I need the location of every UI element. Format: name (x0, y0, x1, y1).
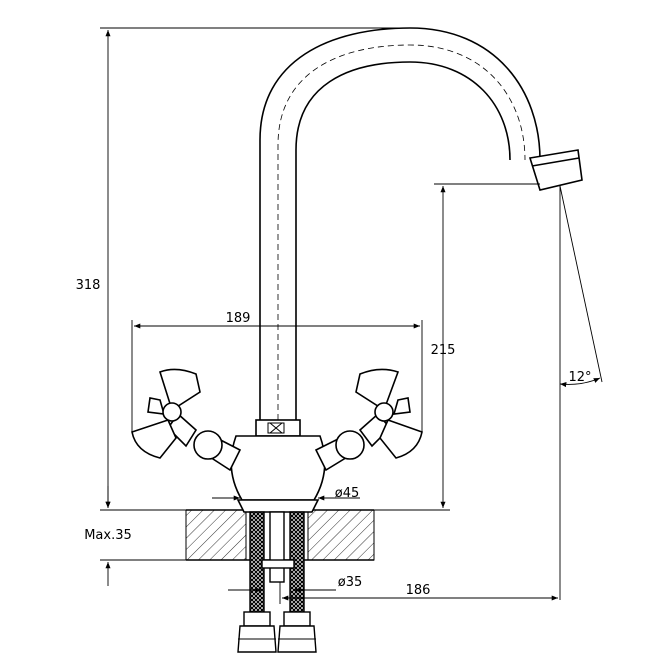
left-handle (131, 368, 242, 472)
dimension-spout-angle (559, 185, 603, 600)
dimension-max-counter-label: Max.35 (84, 528, 132, 543)
dimension-spout-reach (279, 582, 558, 604)
dimension-handle-span-label: 189 (226, 311, 251, 326)
dimension-total-height-label: 318 (76, 278, 101, 293)
dimension-mount-hole-label: ø35 (338, 575, 363, 590)
dimension-spout-height-label: 215 (431, 343, 456, 358)
faucet-body (230, 419, 326, 513)
dimension-spout-reach-label: 186 (406, 583, 431, 598)
dimension-spout-angle-label: 12° (568, 370, 591, 385)
dimension-spout-height (374, 183, 540, 511)
dimension-base-diameter-label: ø45 (335, 486, 360, 501)
dimension-max-counter (100, 486, 186, 586)
gooseneck-spout (259, 27, 583, 420)
right-handle (314, 368, 423, 472)
dimension-total-height (100, 27, 410, 511)
supply-hoses (237, 511, 317, 653)
dimension-handle-span (131, 320, 423, 432)
